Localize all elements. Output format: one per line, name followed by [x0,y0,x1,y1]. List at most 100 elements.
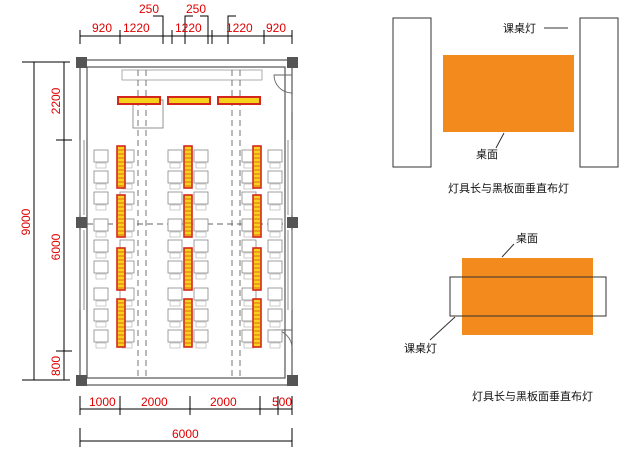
student-desk [167,218,183,232]
student-chair [195,252,207,259]
student-desk [267,239,283,253]
classroom-lamp [183,247,193,291]
desk-group [93,170,135,190]
student-desk [193,308,209,322]
student-chair [269,162,281,169]
student-desk [193,218,209,232]
student-chair [95,300,107,307]
student-chair [169,183,181,190]
classroom-lamp [252,145,262,189]
desk-group [93,287,135,307]
student-desk [93,218,109,232]
student-desk [93,308,109,322]
column-bottom-left [76,375,87,386]
diagram-caption: 灯具长与黑板面垂直布灯 [472,389,593,403]
student-chair [95,342,107,349]
desk-group [241,239,283,259]
student-desk [93,191,109,205]
desk-group [167,260,209,280]
student-chair [169,273,181,280]
column-bottom-right [287,375,298,386]
student-chair [269,300,281,307]
student-chair [169,231,181,238]
student-chair [95,231,107,238]
column-top-right [287,57,298,68]
student-desk [167,308,183,322]
student-chair [169,252,181,259]
desk-surface [462,258,593,335]
desk-group [167,170,209,190]
classroom-lamp [183,298,193,348]
classroom-lamps [116,145,262,348]
lamp-label-leader [429,316,456,341]
student-chair [169,204,181,211]
student-chair [269,252,281,259]
student-desk [267,218,283,232]
desk-group [241,329,283,349]
student-desk [167,170,183,184]
student-chair [169,162,181,169]
student-desk [193,287,209,301]
student-chair [269,183,281,190]
classroom-lamp [116,247,126,291]
student-desk [267,149,283,163]
diagram-caption: 灯具长与黑板面垂直布灯 [448,181,569,195]
student-chair [169,342,181,349]
desk-group [93,239,135,259]
student-desk [193,239,209,253]
student-desk [193,170,209,184]
top-small-dim-2: 250 [186,2,206,16]
student-desk [193,149,209,163]
student-desk [167,260,183,274]
classroom-lamp [116,145,126,189]
column-mid-left [76,217,87,228]
column-mid-right [287,217,298,228]
floor-plan: 920 1220 1220 1220 920 250 250 9000 2200… [19,2,298,447]
classroom-lamp [183,194,193,238]
classroom-lamp [116,194,126,238]
student-desk [167,149,183,163]
windows [79,140,293,310]
desk-groups [93,149,283,349]
desk-label: 桌面 [516,232,538,245]
left-total-dim: 9000 [19,208,33,235]
blackboard-lamp [217,96,261,105]
lamp-label: 课桌灯 [503,22,536,35]
classroom-lamp [252,194,262,238]
student-chair [269,231,281,238]
student-chair [269,273,281,280]
student-chair [195,321,207,328]
desk-group [93,149,135,169]
student-chair [169,300,181,307]
doors [273,74,293,349]
desk-group [93,329,135,349]
student-desk [267,308,283,322]
student-desk [167,239,183,253]
desk-lamp-right [579,17,619,168]
student-chair [95,183,107,190]
student-chair [269,321,281,328]
bottom-dim-3: 2000 [210,395,237,409]
desk-group [167,218,209,238]
left-dim-2: 6000 [49,233,63,260]
perpendicular-layout-diagram-top: 课桌灯 桌面 灯具长与黑板面垂直布灯 [392,17,619,195]
student-chair [195,273,207,280]
desk-lamp [449,276,607,317]
desk-group [167,287,209,307]
student-desk [193,260,209,274]
desk-surface [443,55,574,132]
desk-group [241,149,283,169]
bottom-dim-2: 2000 [141,395,168,409]
student-desk [93,287,109,301]
desk-label-leader [495,132,505,149]
student-chair [195,300,207,307]
student-chair [169,321,181,328]
bottom-dim-4: 500 [272,395,292,409]
student-chair [195,183,207,190]
desk-group [241,191,283,211]
blackboard-lamps [117,96,261,105]
student-chair [195,342,207,349]
desk-group [241,170,283,190]
student-chair [95,204,107,211]
